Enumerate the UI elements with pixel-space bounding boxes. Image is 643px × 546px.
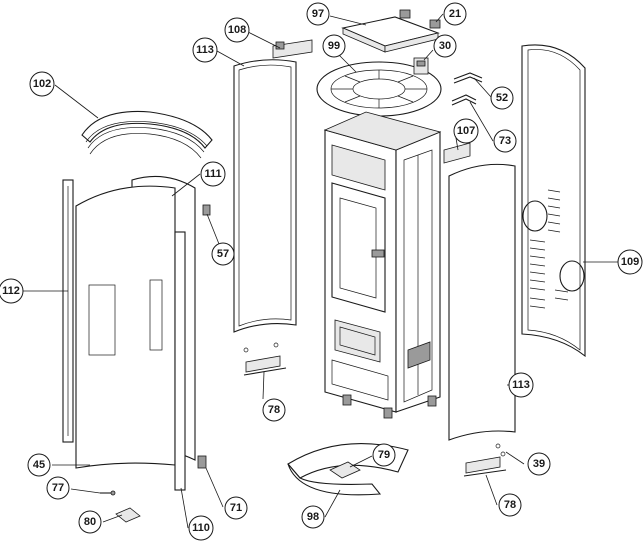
svg-text:77: 77 [52,482,64,494]
callout: 113 [192,37,218,63]
callout: 102 [29,71,55,97]
top-lid-part [341,16,440,53]
callout: 108 [224,17,250,43]
screw-77-part [100,490,116,496]
clip-parts [399,9,441,29]
callout: 52 [490,86,514,110]
callout: 39 [527,452,551,476]
svg-text:99: 99 [328,40,340,52]
callout: 78 [262,398,286,422]
curved-side-panel-113-lower [448,163,516,441]
svg-text:112: 112 [2,285,20,297]
top-bracket-108-part [272,39,313,59]
stove-body-part [323,111,471,419]
svg-text:52: 52 [496,92,508,104]
svg-text:111: 111 [204,168,221,180]
callout: 110 [188,515,214,541]
callout: 80 [78,510,102,534]
callout: 21 [443,2,467,26]
svg-text:110: 110 [192,522,210,534]
bracket-78-left-part [243,342,287,376]
callout: 99 [322,34,346,58]
callout: 98 [301,505,325,529]
callout: 109 [617,249,643,275]
callout: 97 [306,2,330,26]
svg-text:109: 109 [621,256,639,268]
callout: 45 [27,453,51,477]
bracket-73-part [451,94,477,106]
clip-71-part [197,455,207,469]
svg-text:98: 98 [307,511,319,523]
strip-110-part [174,231,186,491]
svg-text:80: 80 [84,516,96,528]
callout: 77 [46,476,70,500]
svg-text:113: 113 [196,44,214,56]
svg-text:107: 107 [457,125,475,137]
perforated-panel-109-part [521,44,586,358]
svg-text:30: 30 [439,40,451,52]
svg-text:102: 102 [33,78,51,90]
svg-text:78: 78 [504,499,516,511]
callout: 113 [508,372,534,398]
callout: 71 [224,496,248,520]
bracket-30-part [413,57,429,75]
bracket-78-right-part [463,443,507,477]
svg-text:21: 21 [449,8,461,20]
top-ring-102-part [81,110,213,159]
clip-57-part [202,204,211,216]
svg-text:45: 45 [33,459,45,471]
callout: 111 [200,161,226,187]
front-curved-panel-45-part [75,185,176,469]
callout: 30 [433,34,457,58]
callout: 73 [493,129,517,153]
callout: 107 [453,118,479,144]
svg-text:97: 97 [312,8,324,20]
svg-text:113: 113 [512,379,530,391]
bracket-52-part [453,72,483,84]
strip-112-part [62,179,74,443]
callout: 112 [0,278,24,304]
svg-text:73: 73 [499,135,511,147]
callout: 79 [372,443,396,467]
svg-text:79: 79 [378,449,390,461]
svg-text:57: 57 [217,248,229,260]
callout: 78 [498,493,522,517]
svg-text:71: 71 [230,502,242,514]
svg-text:108: 108 [228,24,246,36]
svg-text:39: 39 [533,458,545,470]
curved-side-panel-113-upper [233,59,297,333]
leader-lines [23,13,618,529]
bracket-80-part [115,507,141,523]
svg-text:78: 78 [268,404,280,416]
callout: 57 [211,242,235,266]
